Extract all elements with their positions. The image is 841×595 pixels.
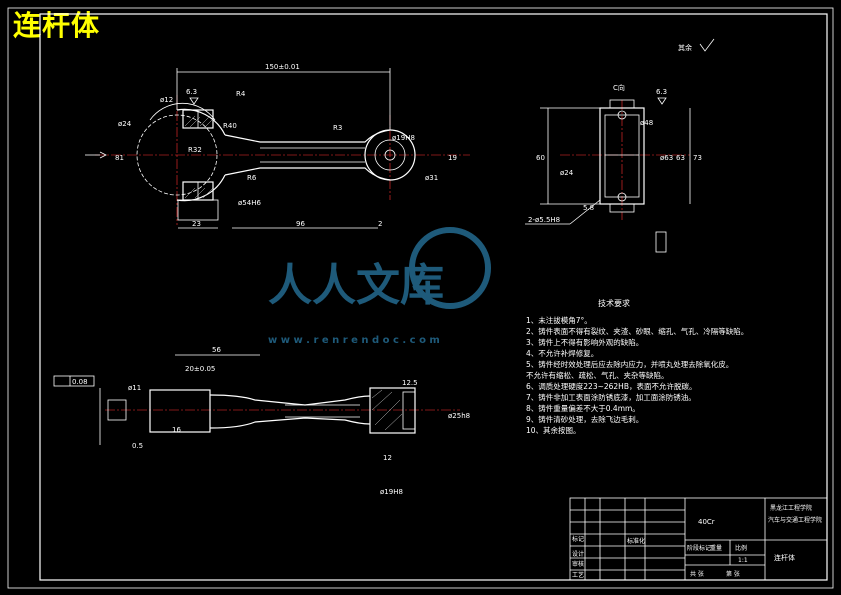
svg-text:重量: 重量 xyxy=(710,544,722,552)
svg-text:R3: R3 xyxy=(333,124,342,132)
svg-text:16: 16 xyxy=(172,426,181,434)
tech-req-item: 7、铸件非加工表面涂防锈底漆，加工面涂防锈油。 xyxy=(526,393,696,402)
svg-text:ø48: ø48 xyxy=(640,119,653,127)
tech-req-item: 不允许有缩松、疏松、气孔、夹杂等缺陷。 xyxy=(526,371,669,380)
svg-text:19: 19 xyxy=(448,154,457,162)
svg-text:连杆体: 连杆体 xyxy=(774,553,795,562)
svg-text:2: 2 xyxy=(378,220,382,228)
svg-text:1:1: 1:1 xyxy=(738,557,748,564)
svg-text:ø25h8: ø25h8 xyxy=(448,412,470,420)
svg-text:ø24: ø24 xyxy=(118,120,132,128)
svg-text:2-ø5.5H8: 2-ø5.5H8 xyxy=(528,216,560,224)
svg-text:0.5: 0.5 xyxy=(132,442,143,450)
svg-text:ø12: ø12 xyxy=(160,96,173,104)
tech-req-item: 4、不允许补焊修复。 xyxy=(526,349,599,358)
svg-text:R4: R4 xyxy=(236,90,246,98)
roughness-general: 其余 xyxy=(678,38,715,52)
tech-req-item: 3、铸件上不得有影响外观的缺陷。 xyxy=(526,338,644,347)
svg-text:60: 60 xyxy=(536,154,545,162)
watermark: 人人文库 w w w . r e n r e n d o c . c o m xyxy=(268,227,491,346)
svg-text:0.08: 0.08 xyxy=(72,378,88,386)
svg-text:6.3: 6.3 xyxy=(186,88,197,96)
svg-text:20±0.05: 20±0.05 xyxy=(185,365,215,373)
svg-text:ø19H8: ø19H8 xyxy=(380,488,403,496)
page-title: 连杆体 xyxy=(13,9,101,42)
side-view: C向 60 73 63 ø24 ø63 ø48 2-ø5.5H8 6.3 5.8 xyxy=(525,83,702,253)
svg-text:ø63: ø63 xyxy=(660,154,673,162)
svg-text:150±0.01: 150±0.01 xyxy=(265,63,300,71)
svg-text:ø24: ø24 xyxy=(560,169,574,177)
svg-text:阶段标记: 阶段标记 xyxy=(687,544,711,552)
svg-text:R40: R40 xyxy=(223,122,237,130)
tech-req-list: 1、未注拔模角7°。 2、铸件表面不得有裂纹、夹渣、砂眼、缩孔、气孔、冷隔等缺陷。… xyxy=(526,315,826,436)
svg-text:人人文库: 人人文库 xyxy=(268,260,444,311)
title-block: 标记 设计 审核 工艺 标准化 阶段标记 重量 比例 1:1 共 张 第 张 4… xyxy=(569,497,828,581)
inner-frame xyxy=(39,13,828,581)
svg-text:23: 23 xyxy=(192,220,201,228)
svg-text:第 张: 第 张 xyxy=(726,570,740,578)
svg-text:56: 56 xyxy=(212,346,221,354)
svg-text:12: 12 xyxy=(383,454,392,462)
technical-requirements: 技术要求 1、未注拔模角7°。 2、铸件表面不得有裂纹、夹渣、砂眼、缩孔、气孔、冷… xyxy=(526,298,826,436)
svg-text:ø31: ø31 xyxy=(425,174,438,182)
svg-text:R6: R6 xyxy=(247,174,257,182)
svg-text:96: 96 xyxy=(296,220,305,228)
svg-text:5.8: 5.8 xyxy=(583,204,594,212)
svg-text:12.5: 12.5 xyxy=(402,379,418,387)
tech-req-item: 8、铸件重量偏差不大于0.4mm。 xyxy=(526,404,640,413)
svg-text:标准化: 标准化 xyxy=(627,537,645,545)
svg-text:ø19H8: ø19H8 xyxy=(392,134,415,142)
tech-req-item: 5、铸件经时效处理后应去除内应力，并喷丸处理去除氧化皮。 xyxy=(526,360,734,369)
svg-text:63: 63 xyxy=(676,154,685,162)
svg-text:w w w . r e n r e n d o c . c: w w w . r e n r e n d o c . c o m xyxy=(268,335,440,346)
svg-text:审核: 审核 xyxy=(572,560,584,568)
svg-text:6.3: 6.3 xyxy=(656,88,667,96)
svg-text:汽车与交通工程学院: 汽车与交通工程学院 xyxy=(768,516,822,524)
svg-text:比例: 比例 xyxy=(735,544,747,552)
svg-text:ø54H6: ø54H6 xyxy=(238,199,261,207)
bottom-view: 0.08 56 20±0.05 ø19H8 ø25h8 ø11 12.5 0.5… xyxy=(53,346,470,496)
svg-text:ø11: ø11 xyxy=(128,384,141,392)
svg-text:81: 81 xyxy=(115,154,124,162)
tech-req-title: 技术要求 xyxy=(598,299,630,308)
svg-text:设计: 设计 xyxy=(572,550,584,558)
tech-req-item: 2、铸件表面不得有裂纹、夹渣、砂眼、缩孔、气孔、冷隔等缺陷。 xyxy=(526,327,749,336)
svg-text:工艺: 工艺 xyxy=(572,571,584,579)
svg-text:共 张: 共 张 xyxy=(690,570,704,578)
svg-text:73: 73 xyxy=(693,154,702,162)
tech-req-item: 6、调质处理硬度223~262HB，表面不允许脱碳。 xyxy=(526,382,697,391)
svg-text:R32: R32 xyxy=(188,146,202,154)
svg-text:C向: C向 xyxy=(613,83,625,92)
svg-text:其余: 其余 xyxy=(678,43,692,52)
svg-text:黑龙江工程学院: 黑龙江工程学院 xyxy=(770,504,812,512)
tech-req-item: 1、未注拔模角7°。 xyxy=(526,316,592,325)
tech-req-item: 9、铸件清砂处理，去除飞边毛刺。 xyxy=(526,415,644,424)
front-view: 150±0.01 96 23 2 R40 R32 R3 R4 R6 ø54H6 … xyxy=(85,63,470,229)
tech-req-item: 10、其余按图。 xyxy=(526,426,581,435)
svg-text:40Cr: 40Cr xyxy=(698,518,715,526)
outer-frame xyxy=(7,7,834,589)
svg-text:标记: 标记 xyxy=(572,535,584,543)
